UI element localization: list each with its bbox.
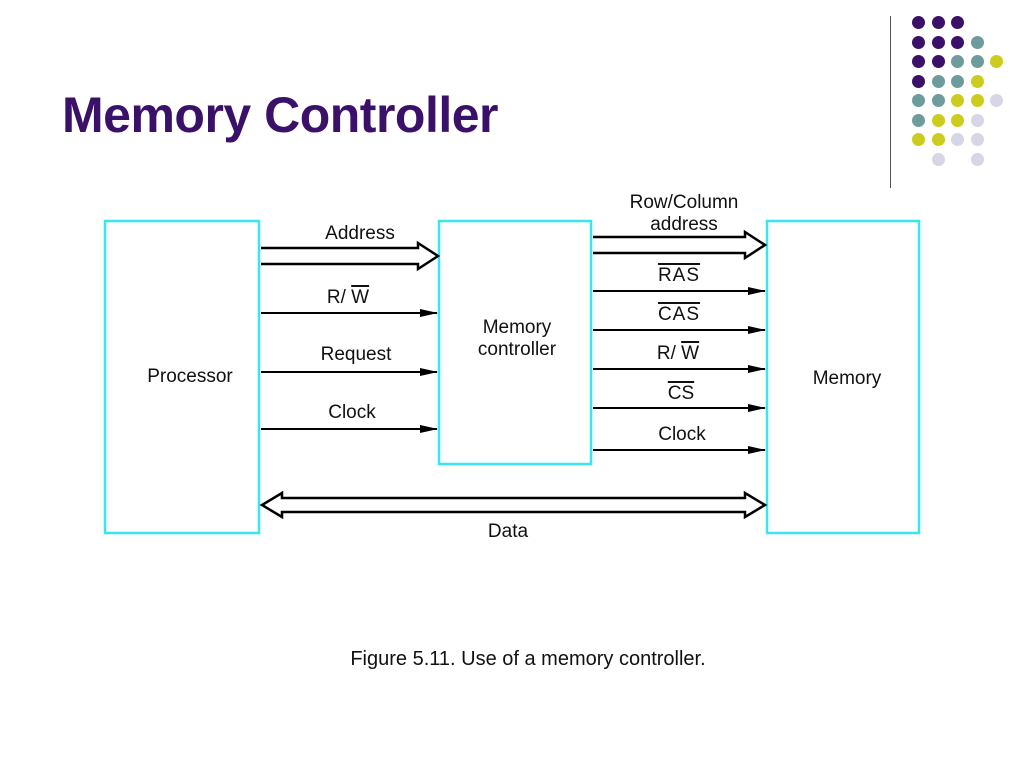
rowcol-label-line2: address (650, 213, 718, 235)
rw-label-mem-r: R/ (656, 343, 676, 364)
address-bus-arrow (261, 240, 441, 272)
rw-label-cpu-w: W (351, 287, 370, 308)
cs-label: CS (667, 383, 695, 404)
clock-label-mem: Clock (658, 424, 706, 445)
cas-label: CAS (657, 304, 701, 325)
rowcol-label-line1: Row/Column (629, 192, 739, 213)
rowcol-bus-arrow (593, 229, 768, 261)
controller-label-line1: Memory (482, 317, 552, 338)
memory-box (765, 219, 921, 535)
title-divider (890, 16, 891, 188)
slide-title: Memory Controller (62, 87, 499, 143)
clock-label-cpu: Clock (328, 402, 376, 423)
data-bus-label: Data (487, 521, 529, 542)
controller-label: Memory controller (478, 317, 556, 361)
rw-label-mem-w: W (681, 343, 700, 364)
rw-label-cpu: R/ W (327, 288, 369, 307)
memory-label: Memory (812, 368, 882, 389)
request-label: Request (320, 344, 392, 365)
controller-label-line2: controller (477, 338, 557, 360)
address-label: Address (325, 223, 395, 244)
processor-label: Processor (147, 366, 233, 387)
figure-caption: Figure 5.11. Use of a memory controller. (350, 648, 706, 670)
rw-label-cpu-r: R/ (326, 287, 346, 308)
processor-box (103, 219, 261, 535)
rw-label-mem: R/ W (657, 344, 699, 363)
ras-label: RAS (657, 265, 701, 286)
controller-box (437, 219, 593, 466)
data-bus-arrow (259, 490, 768, 520)
rowcol-label: Row/Column address (630, 192, 739, 236)
